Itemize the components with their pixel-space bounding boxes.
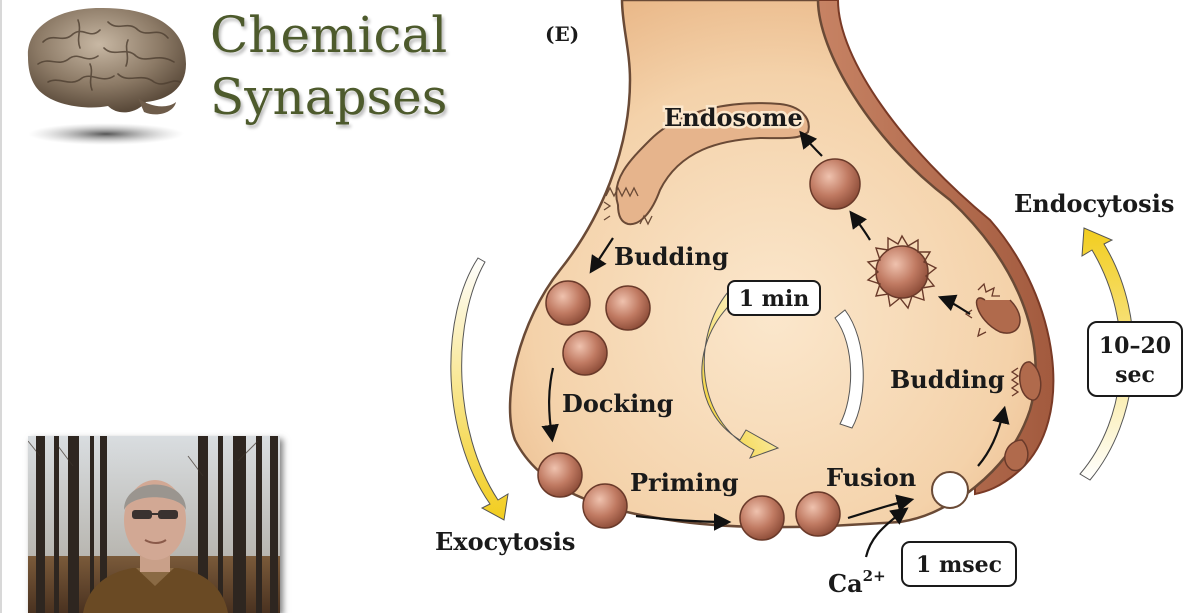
diagram-labels: (E) Endosome Budding Docking Priming Fus… (435, 22, 1174, 598)
slide-left-border (0, 0, 2, 613)
slide-title: Chemical Synapses (210, 4, 447, 128)
vesicle (537, 452, 583, 498)
budding-pit-coat (1010, 367, 1020, 397)
label-budding-right: Budding (890, 365, 1005, 394)
cycle-time-box (727, 280, 821, 316)
label-endosome: Endosome (664, 103, 803, 132)
vesicle (795, 491, 841, 537)
vesicle (545, 280, 591, 326)
endosome (615, 102, 810, 226)
panel-label: (E) (545, 22, 579, 46)
fusion-time-box (901, 541, 1017, 587)
endocytosis-time-line1: 10–20 (1099, 333, 1171, 359)
vesicle-clathrin-coat (866, 234, 938, 310)
vesicle (582, 483, 628, 529)
process-arrows (450, 227, 1134, 521)
label-calcium-charge: 2+ (863, 567, 886, 585)
presenter-video[interactable] (28, 436, 280, 613)
cycle-arrow-icon (834, 309, 864, 429)
fusion-time: 1 msec (916, 552, 1002, 578)
budding-pit (975, 297, 1021, 334)
brain-logo-icon (27, 7, 186, 145)
slide-title-line1: Chemical (210, 6, 448, 64)
label-calcium: Ca2+ (828, 567, 886, 598)
pathway-arrows (541, 130, 1010, 558)
vesicle (739, 495, 785, 541)
endocytosis-arrow-icon (1079, 227, 1134, 481)
budding-pit-coat (964, 282, 1000, 338)
label-docking: Docking (562, 389, 674, 418)
label-budding-top: Budding (614, 242, 729, 271)
label-exocytosis: Exocytosis (435, 527, 575, 556)
endosome-clathrin-coat (603, 186, 653, 226)
budding-pit (1019, 361, 1042, 401)
vesicles (537, 158, 1042, 541)
endocytosis-time-line2: sec (1115, 362, 1155, 388)
exocytosis-arrow-icon (450, 257, 509, 521)
vesicle (562, 330, 608, 376)
timing-boxes: 1 min 10–20 sec 1 msec (727, 280, 1183, 587)
cycle-time: 1 min (739, 286, 810, 312)
label-priming: Priming (630, 468, 739, 497)
label-fusion: Fusion (826, 463, 916, 492)
vesicle (809, 158, 861, 210)
vesicle (605, 285, 651, 331)
endocytosis-time-box (1087, 321, 1183, 397)
fusion-pore (931, 471, 969, 509)
label-endocytosis: Endocytosis (1014, 189, 1174, 218)
cycle-arrow-icon (701, 291, 780, 459)
coated-vesicle (875, 245, 929, 299)
label-calcium-symbol: Ca (828, 569, 863, 598)
synapse-diagram: (E) Endosome Budding Docking Priming Fus… (435, 0, 1183, 598)
presenter-video-frame (28, 436, 280, 613)
budding-pit (1004, 439, 1029, 472)
slide-title-line2: Synapses (210, 68, 448, 126)
